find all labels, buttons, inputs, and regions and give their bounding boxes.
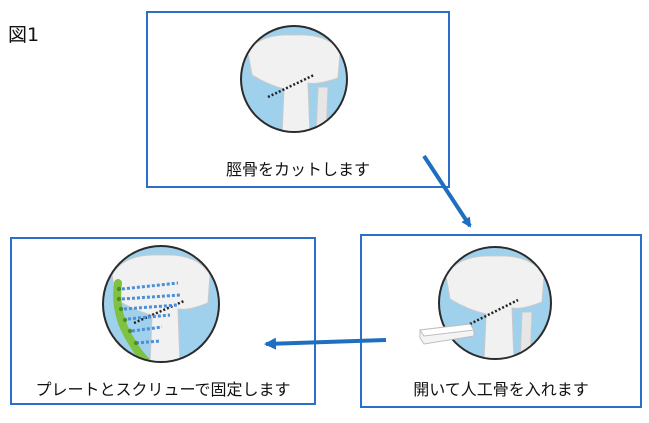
step-1-caption: 脛骨をカットします [225, 160, 370, 179]
step-3-panel: プレートとスクリューで固定します [10, 237, 316, 405]
artificial-bone-graft-icon [419, 323, 475, 345]
step-3-caption: プレートとスクリューで固定します [35, 380, 291, 399]
tibia-cut-illustration [240, 25, 348, 133]
plate-screw-fixation-illustration [102, 245, 220, 363]
step-2-caption: 開いて人工骨を入れます [413, 380, 589, 399]
figure-label: 図1 [8, 24, 40, 46]
step-2-panel: 開いて人工骨を入れます [360, 234, 642, 408]
step-1-panel: 脛骨をカットします [146, 11, 450, 188]
